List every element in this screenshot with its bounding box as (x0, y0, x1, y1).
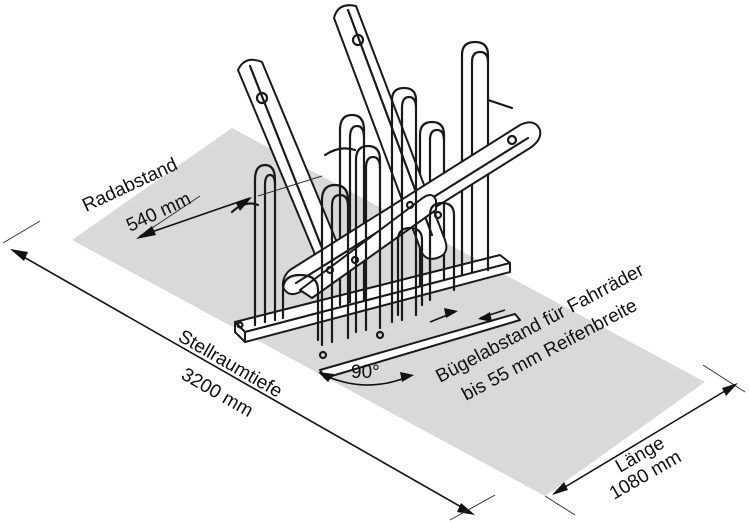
bike-rack (230, 4, 542, 379)
angle-label: 90° (351, 362, 380, 383)
rear-brackets (253, 40, 514, 327)
parking-floor-area (72, 128, 705, 496)
angle-indicator (318, 372, 414, 386)
depth-dimension (2, 220, 496, 521)
bracket-spacing-dimension (429, 308, 506, 323)
wheel-spacing-dimension (136, 175, 323, 239)
front-brackets (281, 86, 456, 360)
length-dimension (544, 364, 746, 516)
